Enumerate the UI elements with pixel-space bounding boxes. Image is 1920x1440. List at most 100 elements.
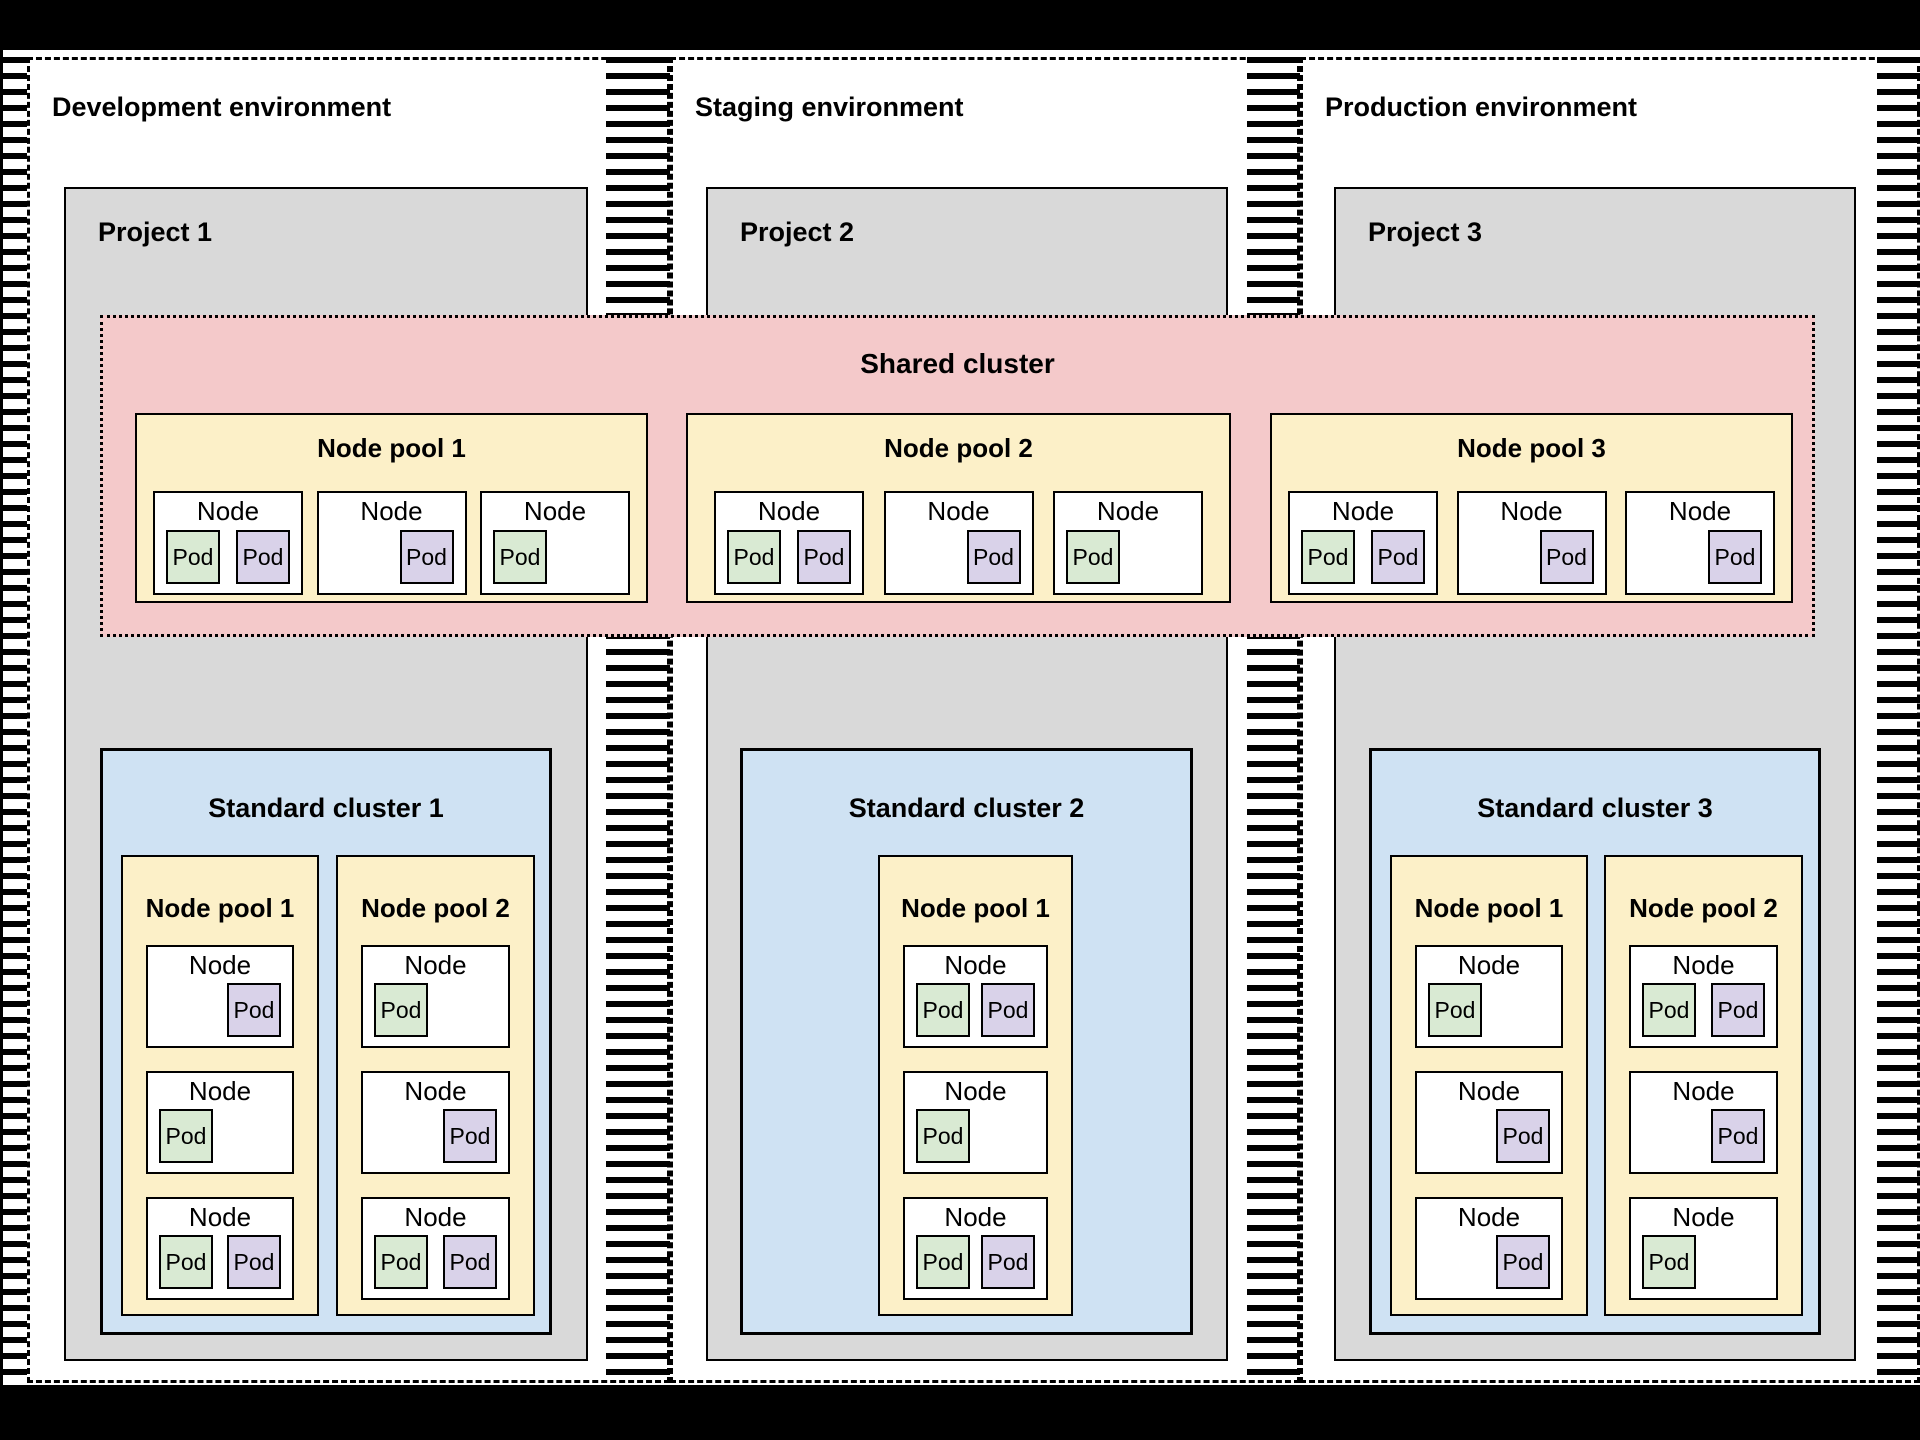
pod-purple: Pod — [1711, 983, 1765, 1037]
node-pool-title: Node pool 1 — [901, 893, 1050, 923]
node-pool-title: Node pool 1 — [145, 893, 295, 923]
pod-row: Pod — [1428, 1235, 1550, 1289]
node-box: Node Pod — [361, 945, 510, 1048]
pod-green: Pod — [374, 983, 428, 1037]
shared-cluster-box: Shared cluster Node pool 1 Node Pod Pod … — [100, 315, 1815, 637]
pod-row: Pod — [374, 1109, 497, 1163]
project-title: Project 3 — [1368, 217, 1483, 247]
pod-green: Pod — [1428, 983, 1482, 1037]
pod-row: Pod — [1428, 1109, 1550, 1163]
pod-row: Pod — [897, 530, 1021, 584]
pod-purple: Pod — [236, 530, 290, 584]
node-label: Node — [1672, 1076, 1735, 1106]
pod-purple: Pod — [966, 530, 1021, 584]
node-box: Node Pod — [1456, 491, 1607, 595]
pod-row: Pod — [159, 1109, 281, 1163]
shared-cluster-title: Shared cluster — [860, 348, 1055, 379]
node-box: Node Pod — [903, 1071, 1048, 1174]
pod-green: Pod — [1642, 1235, 1696, 1289]
environment-box-development: Development environment Project 1 Standa… — [27, 57, 670, 1383]
pod-purple: Pod — [981, 1235, 1035, 1289]
pod-green: Pod — [916, 983, 970, 1037]
environment-title: Staging environment — [695, 92, 964, 122]
pod-green: Pod — [159, 1109, 213, 1163]
pod-purple: Pod — [981, 983, 1035, 1037]
node-pool-box: Node pool 2 Node Pod Pod Node Pod Node — [686, 413, 1231, 603]
pod-green: Pod — [1642, 983, 1696, 1037]
node-label: Node — [196, 496, 260, 526]
pod-green: Pod — [159, 1235, 213, 1289]
pod-green: Pod — [1066, 530, 1120, 584]
pod-row: Pod — [159, 983, 281, 1037]
pod-row: Pod Pod — [159, 1235, 281, 1289]
node-label: Node — [404, 950, 467, 980]
node-list: Node Pod Pod Node Pod — [1629, 945, 1778, 1300]
pod-green: Pod — [374, 1235, 428, 1289]
node-box: Node Pod — [1053, 491, 1203, 595]
pod-green: Pod — [916, 1235, 970, 1289]
standard-cluster-title: Standard cluster 2 — [848, 793, 1085, 823]
environment-box-staging: Staging environment Project 2 Standard c… — [670, 57, 1300, 1383]
frame-bottom — [0, 1385, 1920, 1440]
pod-purple: Pod — [1496, 1109, 1550, 1163]
node-pool-box: Node pool 2 Node Pod Node Pod — [336, 855, 535, 1316]
pod-row: Pod — [1470, 530, 1594, 584]
node-box: Node Pod Pod — [714, 491, 864, 595]
pod-row: Pod — [1642, 1109, 1765, 1163]
pod-purple: Pod — [1371, 530, 1425, 584]
node-pool-title: Node pool 2 — [884, 433, 1033, 463]
pod-row: Pod — [493, 530, 617, 584]
node-list: Node Pod Pod Node Pod Node Pod — [1288, 491, 1775, 595]
node-box: Node Pod — [883, 491, 1034, 595]
standard-cluster-box: Standard cluster 3 Node pool 1 Node Pod … — [1369, 748, 1821, 1335]
pod-row: Pod Pod — [916, 983, 1035, 1037]
node-label: Node — [1672, 1202, 1735, 1232]
node-pool-title: Node pool 1 — [1414, 893, 1564, 923]
node-box: Node Pod — [146, 945, 294, 1048]
node-label: Node — [757, 496, 821, 526]
pod-row: Pod — [374, 983, 497, 1037]
node-box: Node Pod — [1415, 1197, 1563, 1300]
node-label: Node — [523, 496, 587, 526]
node-label: Node — [188, 1076, 252, 1106]
pod-purple: Pod — [443, 1235, 497, 1289]
node-list: Node Pod Pod Node Pod Node Pod — [714, 491, 1203, 595]
pod-green: Pod — [166, 530, 220, 584]
project-title: Project 2 — [740, 217, 855, 247]
node-box: Node Pod — [1629, 1197, 1778, 1300]
pod-purple: Pod — [1496, 1235, 1550, 1289]
pod-row: Pod Pod — [1642, 983, 1765, 1037]
node-label: Node — [188, 950, 252, 980]
node-box: Node Pod — [1415, 1071, 1563, 1174]
node-pool-title: Node pool 3 — [1457, 433, 1606, 463]
pod-purple: Pod — [227, 1235, 281, 1289]
standard-cluster-title: Standard cluster 1 — [208, 793, 444, 823]
pod-purple: Pod — [1708, 530, 1762, 584]
pod-row: Pod — [1638, 530, 1762, 584]
node-pool-title: Node pool 2 — [361, 893, 510, 923]
node-box: Node Pod — [146, 1071, 294, 1174]
pod-row: Pod — [1066, 530, 1190, 584]
separator-stripe-right — [1877, 57, 1920, 1383]
node-label: Node — [1457, 950, 1521, 980]
node-box: Node Pod Pod — [153, 491, 303, 595]
pod-row: Pod Pod — [166, 530, 290, 584]
node-label: Node — [944, 1076, 1007, 1106]
separator-stripe-dev-staging — [606, 57, 670, 1383]
node-box: Node Pod Pod — [1288, 491, 1438, 595]
pod-purple: Pod — [443, 1109, 497, 1163]
pod-row: Pod Pod — [727, 530, 851, 584]
node-box: Node Pod Pod — [146, 1197, 294, 1300]
standard-cluster-box: Standard cluster 1 Node pool 1 Node Pod … — [100, 748, 552, 1335]
pod-green: Pod — [493, 530, 547, 584]
node-list: Node Pod Node Pod Node — [1415, 945, 1563, 1300]
node-label: Node — [1668, 496, 1732, 526]
node-list: Node Pod Node Pod Node — [361, 945, 510, 1300]
node-pool-title: Node pool 1 — [317, 433, 466, 463]
standard-cluster-title: Standard cluster 3 — [1477, 793, 1713, 823]
separator-stripe-staging-prod — [1247, 57, 1300, 1383]
node-label: Node — [1457, 1202, 1521, 1232]
node-box: Node Pod Pod — [903, 945, 1048, 1048]
node-list: Node Pod Pod Node Pod — [903, 945, 1048, 1300]
